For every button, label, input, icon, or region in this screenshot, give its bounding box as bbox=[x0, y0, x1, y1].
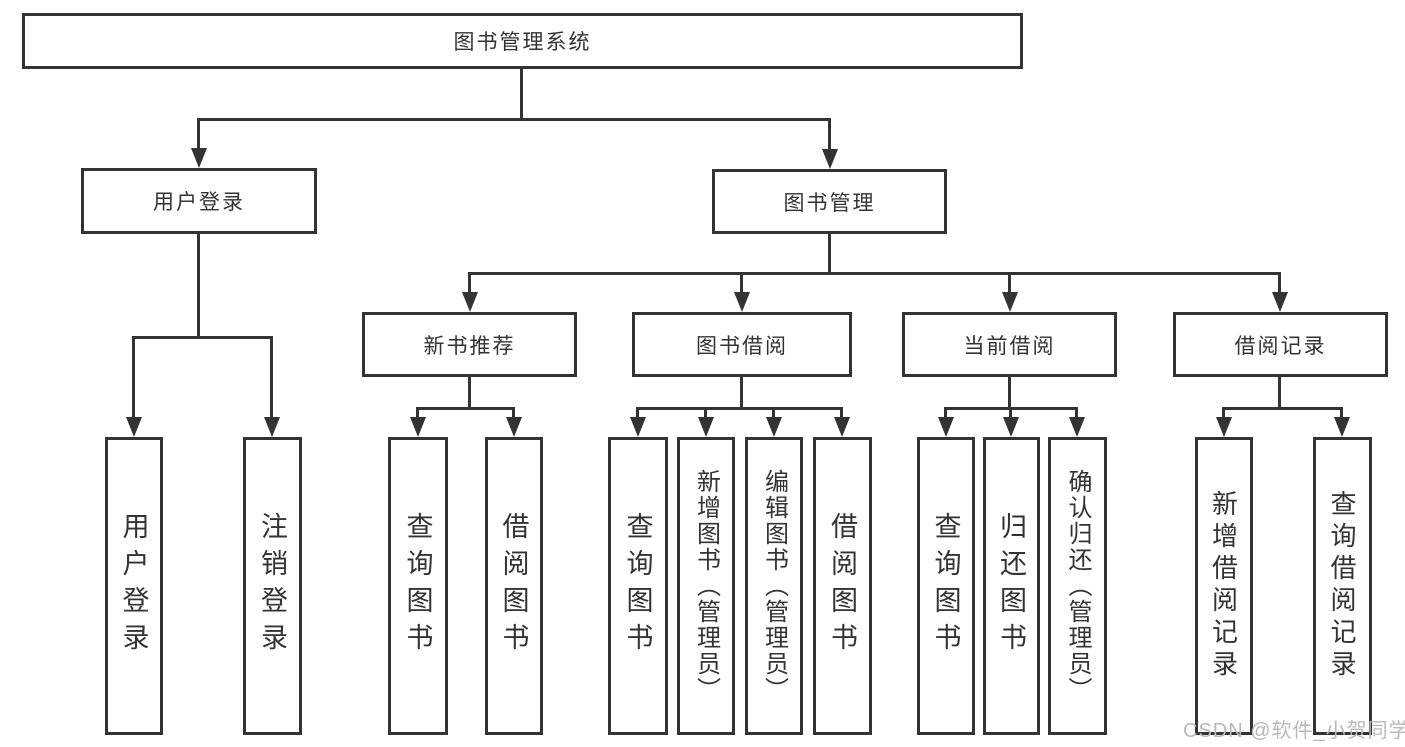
node-leaf-label: 新增借阅记录 bbox=[1208, 490, 1239, 682]
connector-level3-bar bbox=[468, 272, 1281, 275]
node-leaf-label: 查询图书 bbox=[930, 512, 961, 660]
node-leaf-add-borrow-record: 新增借阅记录 bbox=[1195, 437, 1253, 735]
arrowhead-down-icon bbox=[1069, 417, 1085, 437]
node-leaf-user-login: 用户登录 bbox=[105, 437, 163, 735]
node-leaf-label: 新增图书（管理员） bbox=[692, 469, 720, 703]
node-book-management-label: 图书管理 bbox=[783, 191, 876, 215]
arrowhead-down-icon bbox=[1272, 292, 1288, 312]
node-leaf-edit-book-admin: 编辑图书（管理员） bbox=[745, 437, 803, 735]
arrowhead-down-icon bbox=[506, 417, 522, 437]
arrowhead-down-icon bbox=[191, 148, 207, 168]
arrowhead-down-icon bbox=[822, 149, 838, 169]
connector-new-book-drop bbox=[468, 272, 471, 294]
connector-leaf-drop bbox=[512, 407, 515, 419]
node-book-management: 图书管理 bbox=[712, 169, 947, 234]
node-current-borrowing: 当前借阅 bbox=[902, 312, 1117, 377]
node-leaf-logout-label: 注销登录 bbox=[257, 512, 287, 660]
connector-new-book-stem bbox=[468, 377, 471, 410]
node-leaf-label: 编辑图书（管理员） bbox=[760, 469, 788, 703]
connector-leaf-drop bbox=[1009, 407, 1012, 419]
node-leaf-label: 查询图书 bbox=[402, 512, 433, 660]
arrowhead-down-icon bbox=[1003, 417, 1019, 437]
arrowhead-down-icon bbox=[1334, 417, 1350, 437]
connector-book-management-drop bbox=[828, 118, 831, 150]
node-leaf-borrow-books-recommend: 借阅图书 bbox=[485, 437, 543, 735]
connector-level2-bar bbox=[197, 118, 831, 121]
connector-borrow-record-bar bbox=[1222, 407, 1343, 410]
node-leaf-query-books-borrowing: 查询图书 bbox=[608, 437, 668, 735]
connector-root-stem bbox=[520, 69, 523, 121]
connector-borrow-record-drop bbox=[1278, 272, 1281, 294]
node-leaf-label: 借阅图书 bbox=[827, 512, 857, 660]
csdn-watermark: CSDN @软件_小贺同学 bbox=[1183, 720, 1405, 742]
node-leaf-label: 查询图书 bbox=[622, 512, 653, 660]
arrowhead-down-icon bbox=[1216, 417, 1232, 437]
connector-leaf-drop bbox=[1222, 407, 1225, 419]
connector-login-leaf-drop bbox=[132, 336, 135, 419]
arrowhead-down-icon bbox=[834, 417, 850, 437]
connector-leaf-drop bbox=[704, 407, 707, 419]
arrowhead-down-icon bbox=[462, 292, 478, 312]
connector-book-borrow-stem bbox=[740, 377, 743, 410]
arrowhead-down-icon bbox=[698, 417, 714, 437]
node-leaf-confirm-return-admin: 确认归还（管理员） bbox=[1048, 437, 1107, 735]
connector-leaf-drop bbox=[944, 407, 947, 419]
connector-leaf-drop bbox=[416, 407, 419, 419]
node-book-borrowing: 图书借阅 bbox=[632, 312, 852, 377]
arrowhead-down-icon bbox=[1002, 292, 1018, 312]
arrowhead-down-icon bbox=[630, 417, 646, 437]
connector-book-management-stem bbox=[828, 234, 831, 275]
node-user-login-label: 用户登录 bbox=[153, 191, 245, 214]
node-root-label: 图书管理系统 bbox=[453, 31, 592, 54]
node-borrowing-records-label: 借阅记录 bbox=[1234, 334, 1327, 358]
connector-logout-leaf-drop bbox=[270, 336, 273, 419]
node-leaf-return-books: 归还图书 bbox=[983, 437, 1040, 735]
connector-leaf-drop bbox=[772, 407, 775, 419]
node-leaf-label: 归还图书 bbox=[996, 512, 1026, 660]
node-current-borrowing-label: 当前借阅 bbox=[963, 334, 1056, 358]
arrowhead-down-icon bbox=[734, 292, 750, 312]
arrowhead-down-icon bbox=[410, 417, 426, 437]
arrowhead-down-icon bbox=[938, 417, 954, 437]
node-leaf-label: 查询借阅记录 bbox=[1327, 490, 1357, 682]
node-root: 图书管理系统 bbox=[22, 13, 1023, 69]
node-leaf-user-login-label: 用户登录 bbox=[118, 512, 149, 660]
connector-current-borrow-stem bbox=[1008, 377, 1011, 410]
connector-current-borrow-drop bbox=[1008, 272, 1011, 294]
node-leaf-query-books-current: 查询图书 bbox=[917, 437, 975, 735]
node-borrowing-records: 借阅记录 bbox=[1173, 312, 1388, 377]
connector-leaf-drop bbox=[1075, 407, 1078, 419]
arrowhead-down-icon bbox=[766, 417, 782, 437]
node-leaf-query-books-recommend: 查询图书 bbox=[388, 437, 448, 735]
connector-leaf-drop bbox=[636, 407, 639, 419]
node-leaf-borrow-books: 借阅图书 bbox=[813, 437, 872, 735]
connector-book-borrow-drop bbox=[740, 272, 743, 294]
connector-leaf-drop bbox=[840, 407, 843, 419]
connector-user-login-stem bbox=[197, 234, 200, 339]
connector-borrow-record-stem bbox=[1278, 377, 1281, 410]
node-book-borrowing-label: 图书借阅 bbox=[696, 334, 788, 358]
arrowhead-down-icon bbox=[126, 417, 142, 437]
node-user-login: 用户登录 bbox=[81, 168, 317, 234]
node-leaf-label: 借阅图书 bbox=[498, 512, 529, 660]
connector-new-book-bar bbox=[416, 407, 515, 410]
node-leaf-label: 确认归还（管理员） bbox=[1064, 469, 1091, 703]
connector-leaf-drop bbox=[1340, 407, 1343, 419]
node-new-book-recommend: 新书推荐 bbox=[362, 312, 577, 377]
node-new-book-recommend-label: 新书推荐 bbox=[423, 334, 516, 358]
connector-user-login-drop bbox=[197, 118, 200, 150]
node-leaf-logout: 注销登录 bbox=[243, 437, 302, 735]
arrowhead-down-icon bbox=[264, 417, 280, 437]
node-leaf-add-book-admin: 新增图书（管理员） bbox=[677, 437, 735, 735]
connector-user-login-bar bbox=[132, 336, 273, 339]
connector-book-borrow-bar bbox=[636, 407, 843, 410]
node-leaf-query-borrow-record: 查询借阅记录 bbox=[1313, 437, 1372, 735]
